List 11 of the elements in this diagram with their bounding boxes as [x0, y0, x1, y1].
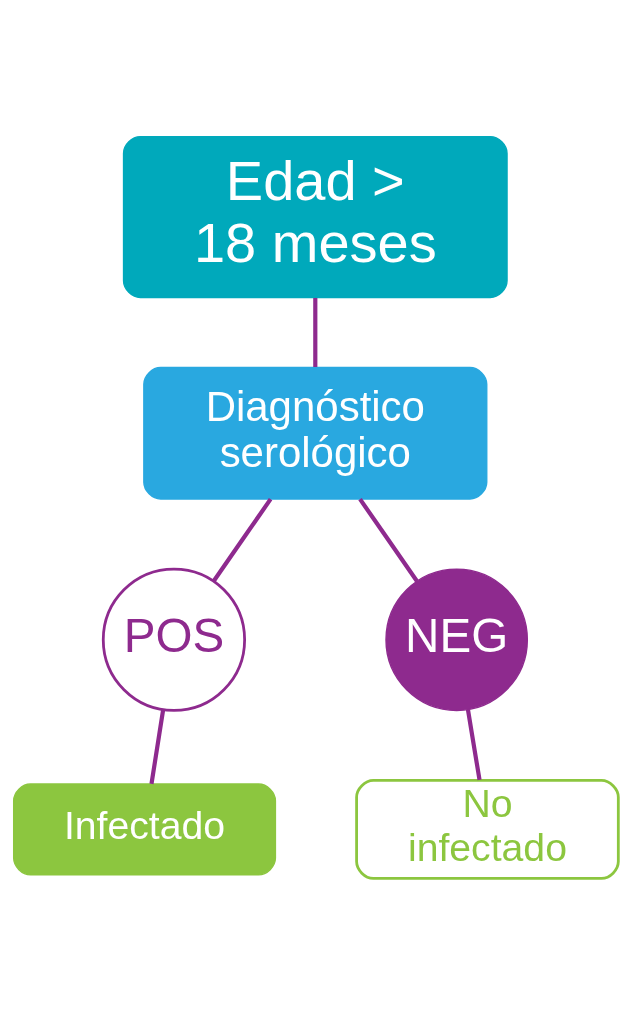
node-box: Infectado — [13, 783, 277, 876]
node-circle: NEG — [385, 568, 529, 712]
connector — [313, 297, 318, 367]
node-box: Diagnóstico serológico — [143, 366, 488, 500]
connector — [358, 497, 419, 583]
connector — [465, 709, 482, 781]
connector — [211, 497, 273, 583]
node-circle: POS — [101, 567, 246, 712]
node-box: No infectado — [355, 779, 620, 880]
connector — [149, 709, 166, 785]
node-box: Edad > 18 meses — [122, 135, 508, 299]
